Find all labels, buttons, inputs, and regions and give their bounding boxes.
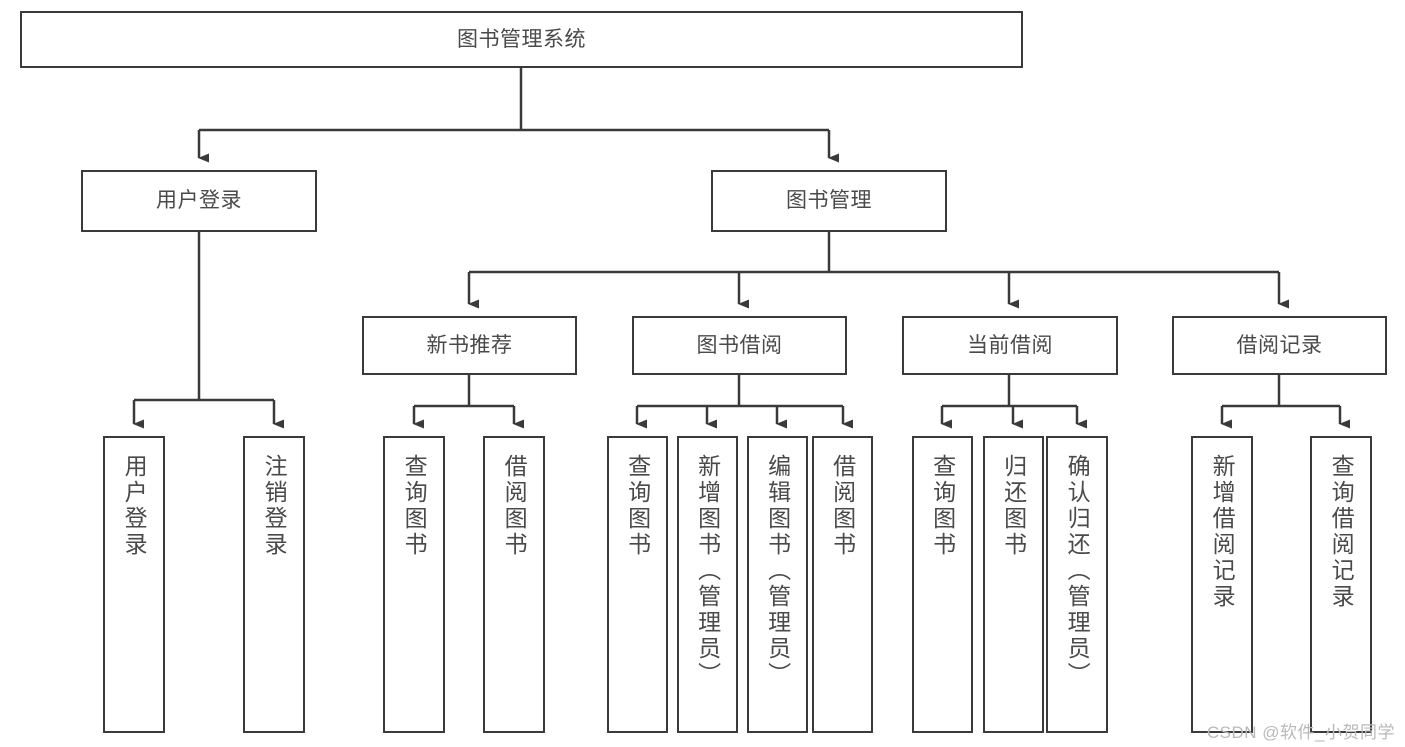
leaf-current-confirm-return-admin[interactable]: 确认归还（管理员） [1046, 436, 1108, 733]
node-label: 编辑图书（管理员） [764, 454, 791, 688]
node-label: 查询图书 [401, 454, 428, 558]
node-label: 新增借阅记录 [1209, 454, 1236, 610]
node-root-system[interactable]: 图书管理系统 [20, 11, 1023, 68]
node-user-login[interactable]: 用户登录 [81, 170, 317, 232]
leaf-borrow-query-book[interactable]: 查询图书 [607, 436, 668, 733]
node-label: 借阅图书 [501, 454, 528, 558]
csdn-watermark: CSDN @软件_小贺同学 [1206, 723, 1395, 742]
node-book-management[interactable]: 图书管理 [711, 170, 947, 232]
node-label: 图书管理系统 [457, 27, 586, 51]
leaf-record-add-record[interactable]: 新增借阅记录 [1191, 436, 1253, 733]
node-label: 新书推荐 [426, 333, 513, 357]
node-label: 图书管理 [786, 189, 872, 213]
node-new-book-recommend[interactable]: 新书推荐 [362, 316, 577, 375]
leaf-current-query-book[interactable]: 查询图书 [912, 436, 973, 733]
leaf-user-login-signin[interactable]: 用户登录 [103, 436, 165, 733]
node-label: 借阅图书 [829, 454, 856, 558]
leaf-borrow-edit-book-admin[interactable]: 编辑图书（管理员） [747, 436, 808, 733]
leaf-user-login-signout[interactable]: 注销登录 [243, 436, 305, 733]
node-label: 借阅记录 [1236, 333, 1323, 357]
node-label: 查询图书 [624, 454, 651, 558]
node-label: 用户登录 [156, 189, 242, 213]
node-label: 查询图书 [929, 454, 956, 558]
node-borrow-record[interactable]: 借阅记录 [1172, 316, 1387, 375]
node-label: 查询借阅记录 [1328, 454, 1355, 610]
leaf-recommend-borrow-book[interactable]: 借阅图书 [483, 436, 545, 733]
leaf-borrow-borrow-book[interactable]: 借阅图书 [812, 436, 873, 733]
node-book-borrow[interactable]: 图书借阅 [632, 316, 847, 375]
node-label: 当前借阅 [967, 333, 1053, 357]
node-current-borrow[interactable]: 当前借阅 [902, 316, 1118, 375]
node-label: 图书借阅 [696, 333, 783, 357]
node-label: 归还图书 [1000, 454, 1027, 558]
leaf-recommend-query-book[interactable]: 查询图书 [383, 436, 445, 733]
leaf-current-return-book[interactable]: 归还图书 [983, 436, 1044, 733]
node-label: 注销登录 [261, 454, 288, 558]
leaf-record-query-record[interactable]: 查询借阅记录 [1310, 436, 1372, 733]
node-label: 用户登录 [121, 454, 148, 558]
node-label: 确认归还（管理员） [1064, 454, 1091, 688]
leaf-borrow-add-book-admin[interactable]: 新增图书（管理员） [677, 436, 738, 733]
node-label: 新增图书（管理员） [694, 454, 721, 688]
